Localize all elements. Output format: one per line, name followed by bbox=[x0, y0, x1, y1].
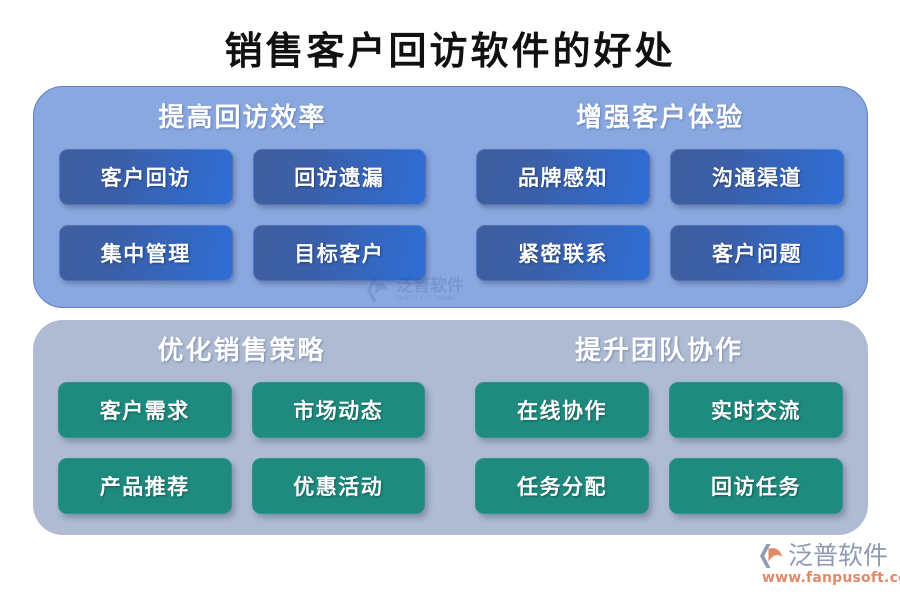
brand-url: www.fanpusoft.com bbox=[762, 570, 900, 586]
brand-name: 泛普软件 bbox=[788, 541, 889, 570]
section-improve-team-collaboration: 提升团队协作 在线协作 实时交流 任务分配 回访任务 bbox=[450, 320, 868, 535]
brand-logo-row: 泛普软件 bbox=[757, 542, 888, 569]
card-close-contact[interactable]: 紧密联系 bbox=[476, 225, 650, 281]
fanpu-logo-icon bbox=[760, 543, 782, 568]
section-heading-improve-visit-efficiency: 提高回访效率 bbox=[158, 103, 327, 133]
brand-logo[interactable]: 泛普软件 www.fanpusoft.com bbox=[757, 542, 900, 592]
card-visit-task[interactable]: 回访任务 bbox=[669, 458, 843, 514]
card-target-customer[interactable]: 目标客户 bbox=[252, 225, 426, 281]
card-grid-enhance-customer-experience: 品牌感知 沟通渠道 紧密联系 客户问题 bbox=[451, 149, 869, 281]
section-heading-improve-team-collaboration: 提升团队协作 bbox=[574, 336, 743, 366]
card-brand-perception[interactable]: 品牌感知 bbox=[476, 149, 650, 205]
card-customer-issue[interactable]: 客户问题 bbox=[670, 225, 844, 281]
card-visit-omission[interactable]: 回访遗漏 bbox=[252, 149, 426, 205]
card-product-recommend[interactable]: 产品推荐 bbox=[58, 458, 232, 514]
card-online-collaboration[interactable]: 在线协作 bbox=[475, 382, 649, 438]
card-grid-improve-visit-efficiency: 客户回访 回访遗漏 集中管理 目标客户 bbox=[34, 149, 451, 281]
card-promotion-activity[interactable]: 优惠活动 bbox=[251, 458, 425, 514]
card-task-assignment[interactable]: 任务分配 bbox=[475, 458, 649, 514]
section-heading-enhance-customer-experience: 增强客户体验 bbox=[575, 103, 744, 133]
card-central-manage[interactable]: 集中管理 bbox=[59, 225, 233, 281]
card-communication-channel[interactable]: 沟通渠道 bbox=[670, 149, 844, 205]
card-customer-visit[interactable]: 客户回访 bbox=[59, 149, 233, 205]
card-grid-optimize-sales-strategy: 客户需求 市场动态 产品推荐 优惠活动 bbox=[33, 382, 450, 514]
card-grid-improve-team-collaboration: 在线协作 实时交流 任务分配 回访任务 bbox=[450, 382, 868, 514]
section-optimize-sales-strategy: 优化销售策略 客户需求 市场动态 产品推荐 优惠活动 bbox=[33, 320, 450, 535]
page-title: 销售客户回访软件的好处 bbox=[224, 28, 676, 73]
card-market-dynamics[interactable]: 市场动态 bbox=[251, 382, 425, 438]
section-enhance-customer-experience: 增强客户体验 品牌感知 沟通渠道 紧密联系 客户问题 bbox=[451, 87, 869, 307]
panel-gray: 优化销售策略 客户需求 市场动态 产品推荐 优惠活动 提升团队协作 在线协作 实… bbox=[33, 320, 868, 535]
card-realtime-communication[interactable]: 实时交流 bbox=[669, 382, 843, 438]
section-improve-visit-efficiency: 提高回访效率 客户回访 回访遗漏 集中管理 目标客户 bbox=[34, 87, 451, 307]
panel-blue: 提高回访效率 客户回访 回访遗漏 集中管理 目标客户 增强客户体验 品牌感知 沟… bbox=[33, 86, 868, 308]
card-customer-demand[interactable]: 客户需求 bbox=[58, 382, 232, 438]
section-heading-optimize-sales-strategy: 优化销售策略 bbox=[157, 336, 326, 366]
